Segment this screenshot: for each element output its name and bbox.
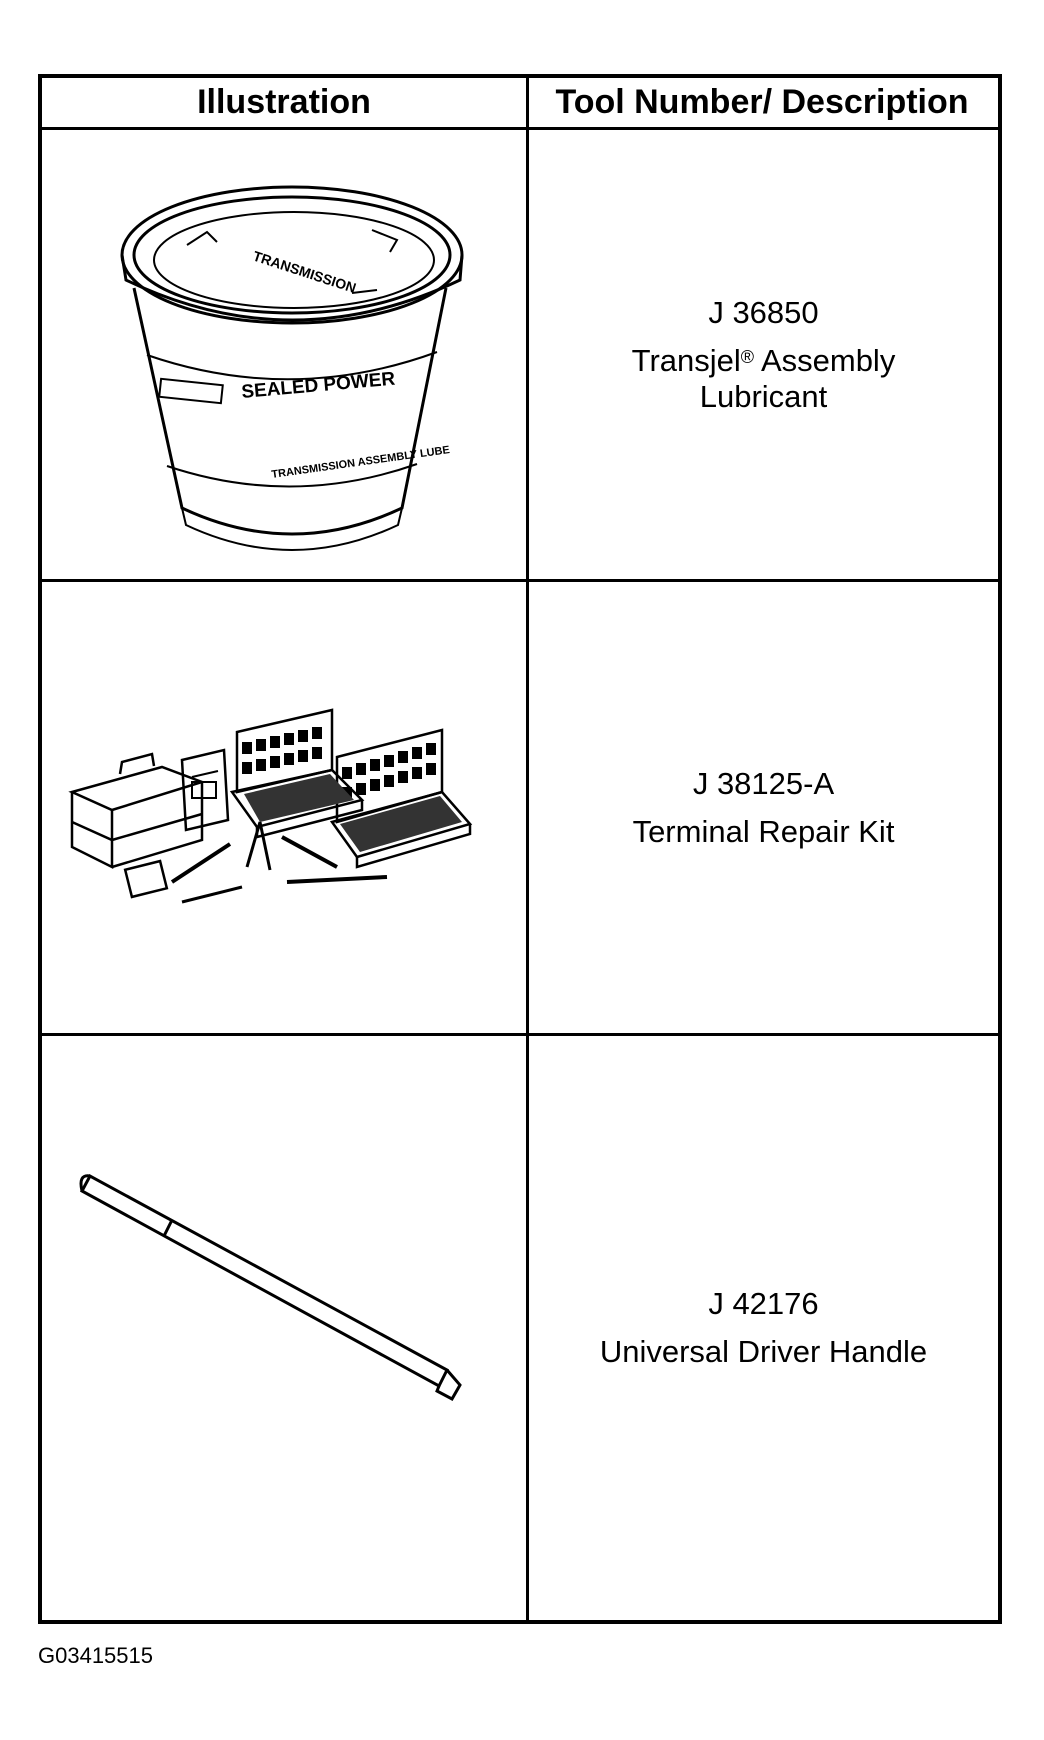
- table-row: J 42176 Universal Driver Handle: [42, 1036, 998, 1620]
- tool-description-line2: Lubricant: [699, 378, 828, 414]
- header-illustration: Illustration: [197, 83, 371, 121]
- column-divider: [526, 78, 529, 1620]
- tool-description-cell: J 38125-A Terminal Repair Kit: [529, 582, 998, 1033]
- tub-lid-label: TRANSMISSION: [251, 248, 358, 296]
- tool-description: Terminal Repair Kit: [632, 813, 895, 849]
- tool-description-cell: J 36850 Transjel® Assembly Lubricant: [529, 130, 998, 579]
- tool-description-cell: J 42176 Universal Driver Handle: [529, 1036, 998, 1620]
- driver-handle-drawing: [79, 1173, 462, 1402]
- tool-description-name: Transjel: [631, 342, 741, 378]
- tool-number: J 36850: [708, 294, 819, 330]
- figure-id: G03415515: [38, 1643, 153, 1668]
- tool-description: Universal Driver Handle: [599, 1334, 928, 1369]
- table-row: J 38125-A Terminal Repair Kit: [42, 582, 998, 1036]
- table-row: TRANSMISSION SEALED POWER TRANSMISSION A…: [42, 130, 998, 582]
- illustration-lubricant-tub: TRANSMISSION SEALED POWER TRANSMISSION A…: [42, 130, 526, 579]
- special-tools-table: Illustration Tool Number/ Description: [38, 74, 1002, 1624]
- terminal-repair-kit-drawing: [68, 708, 473, 904]
- tool-description-line1: Transjel® Assembly: [632, 343, 896, 379]
- tool-number: J 38125-A: [692, 765, 835, 801]
- illustration-driver-handle: [42, 1036, 526, 1620]
- registered-mark: ®: [740, 346, 755, 367]
- lubricant-tub-drawing: TRANSMISSION SEALED POWER TRANSMISSION A…: [120, 185, 464, 551]
- table-header-row: Illustration Tool Number/ Description: [42, 78, 998, 130]
- tub-product-label: TRANSMISSION ASSEMBLY LUBE: [271, 444, 451, 481]
- illustration-terminal-repair-kit: [42, 582, 526, 1033]
- tub-brand-label: SEALED POWER: [241, 369, 397, 403]
- tool-number: J 42176: [708, 1286, 819, 1321]
- tool-description-suffix: Assembly: [754, 342, 896, 378]
- header-tool-description: Tool Number/ Description: [555, 83, 969, 121]
